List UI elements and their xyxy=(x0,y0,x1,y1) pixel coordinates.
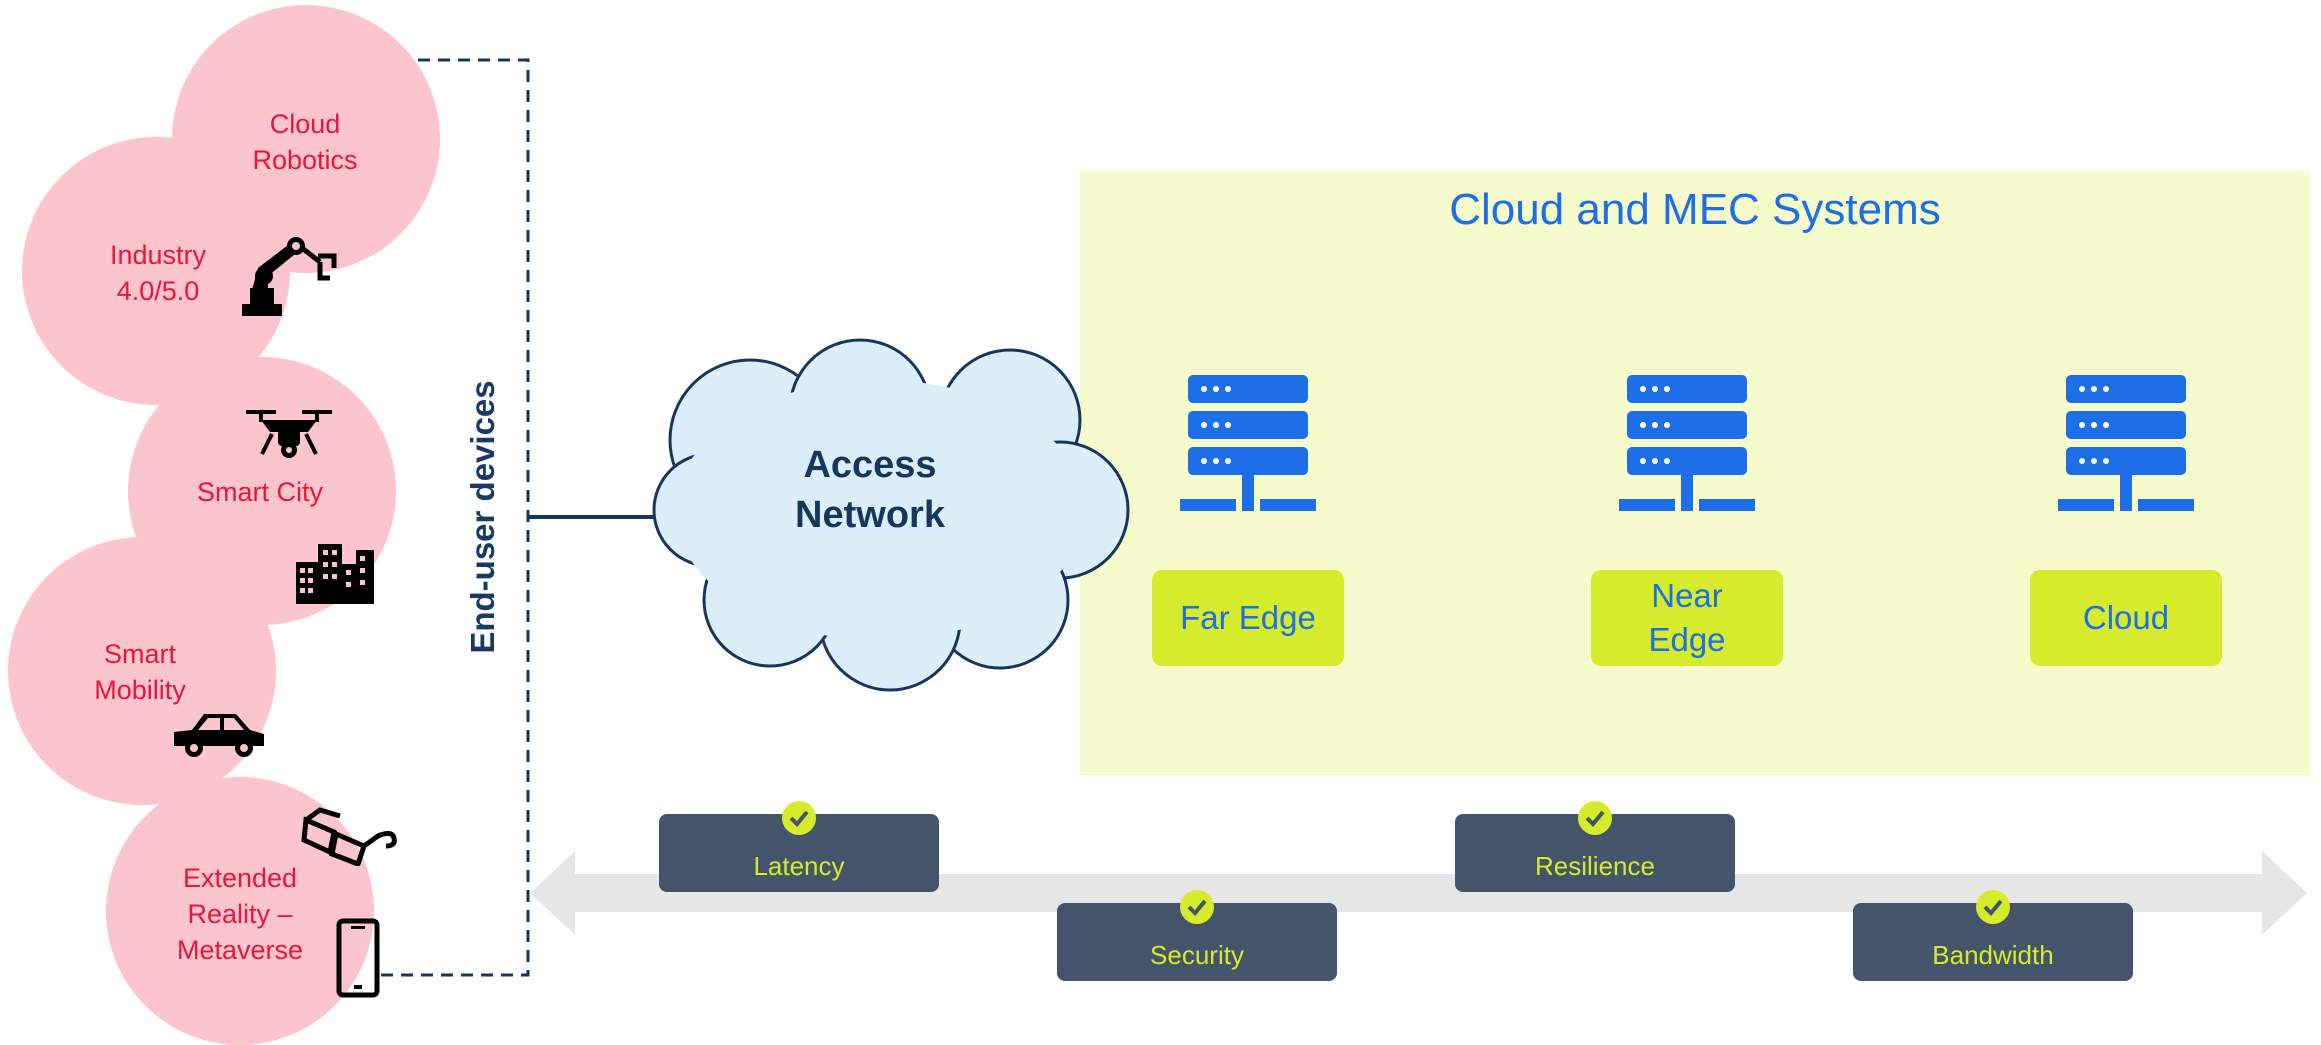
tier-near-edge: Near Edge xyxy=(1591,570,1783,666)
access-network-label: Access Network xyxy=(795,444,945,536)
server-icon xyxy=(2058,375,2194,511)
use-case-circle-extended-reality xyxy=(106,777,374,1045)
requirement-label: Latency xyxy=(753,851,845,881)
use-case-label-industry: Industry 4.0/5.0 xyxy=(109,240,207,306)
use-case-circle-smart-mobility xyxy=(8,537,276,805)
requirement-label: Bandwidth xyxy=(1932,940,2054,970)
robot-arm-icon xyxy=(242,237,337,316)
server-icon xyxy=(1180,375,1316,511)
drone-icon xyxy=(246,410,332,458)
car-icon xyxy=(174,714,264,757)
vr-glasses-icon xyxy=(301,807,397,866)
smartphone-icon xyxy=(336,918,380,998)
use-case-label-extended-reality: Extended Reality – Metaverse xyxy=(176,863,304,965)
tier-label: Far Edge xyxy=(1180,599,1316,636)
tier-label: Cloud xyxy=(2082,599,2170,636)
use-case-label-cloud-robotics: Cloud Robotics xyxy=(252,109,358,175)
server-icon xyxy=(1619,375,1755,511)
requirement-label: Resilience xyxy=(1535,851,1655,881)
requirement-latency: Latency xyxy=(659,801,939,892)
check-icon xyxy=(782,801,816,835)
buildings-icon xyxy=(296,544,374,604)
requirement-resilience: Resilience xyxy=(1455,801,1735,892)
check-icon xyxy=(1180,890,1214,924)
tier-label: Near Edge xyxy=(1648,577,1726,658)
requirement-security: Security xyxy=(1057,890,1337,981)
check-icon xyxy=(1578,801,1612,835)
mec-title: Cloud and MEC Systems xyxy=(1449,185,1941,234)
use-case-label-smart-mobility: Smart Mobility xyxy=(94,639,186,705)
tier-cloud: Cloud xyxy=(2030,570,2222,666)
requirement-label: Security xyxy=(1150,940,1244,970)
tier-far-edge: Far Edge xyxy=(1152,570,1344,666)
requirement-bandwidth: Bandwidth xyxy=(1853,890,2133,981)
check-icon xyxy=(1976,890,2010,924)
use-case-label-smart-city: Smart City xyxy=(196,477,323,507)
